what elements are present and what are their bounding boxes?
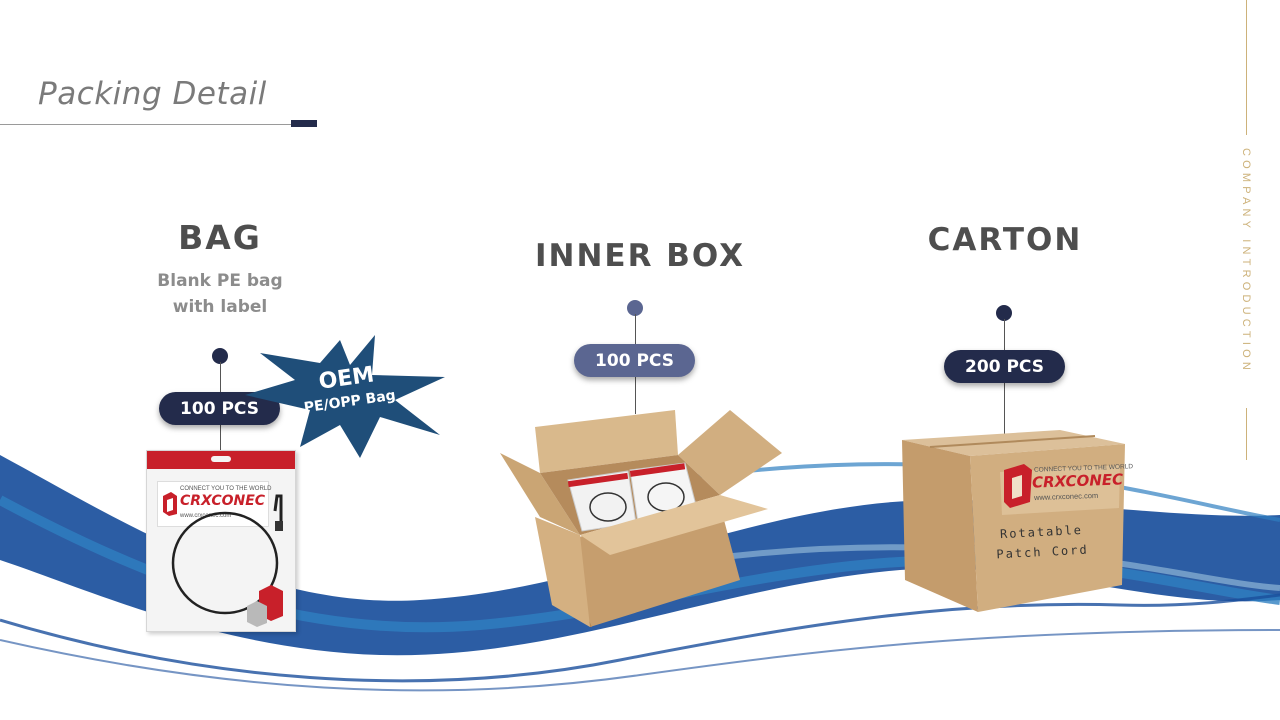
side-divider-top — [1246, 0, 1247, 135]
bag-description-line1: Blank PE bag — [157, 271, 283, 291]
side-divider-bottom — [1246, 408, 1247, 460]
carton-heading: CARTON — [927, 222, 1083, 258]
carton-image — [902, 430, 1125, 612]
inner-box-connector-dot — [627, 300, 643, 316]
page-title: Packing Detail — [38, 76, 267, 112]
brand-logo-icon — [163, 492, 177, 516]
inner-box-heading: INNER BOX — [534, 238, 746, 274]
inner-box-image — [500, 410, 782, 627]
bag-description: Blank PE bag with label — [120, 268, 320, 320]
carton-brand-name: CRXCONEC — [1031, 470, 1124, 492]
pe-bag-image: CONNECT YOU TO THE WORLD CRXCONEC www.cr… — [146, 450, 296, 632]
inner-box-qty-badge: 100 PCS — [574, 344, 695, 377]
cable-coil-icon — [171, 494, 283, 627]
carton-product-label: Rotatable Patch Cord — [981, 519, 1103, 565]
oem-starburst — [245, 335, 445, 458]
carton-qty-badge: 200 PCS — [944, 350, 1065, 383]
bag-description-line2: with label — [172, 297, 268, 317]
bag-brand-tagline: CONNECT YOU TO THE WORLD — [180, 486, 272, 492]
title-accent-bar — [291, 120, 317, 127]
bag-connector-dot — [212, 348, 228, 364]
carton-connector-dot — [996, 305, 1012, 321]
bag-heading: BAG — [178, 218, 262, 257]
bag-brand-name: CRXCONEC — [180, 493, 266, 509]
side-caption: COMPANY INTRODUCTION — [1240, 148, 1252, 374]
title-underline — [0, 124, 300, 125]
bag-seal-strip — [147, 451, 295, 469]
